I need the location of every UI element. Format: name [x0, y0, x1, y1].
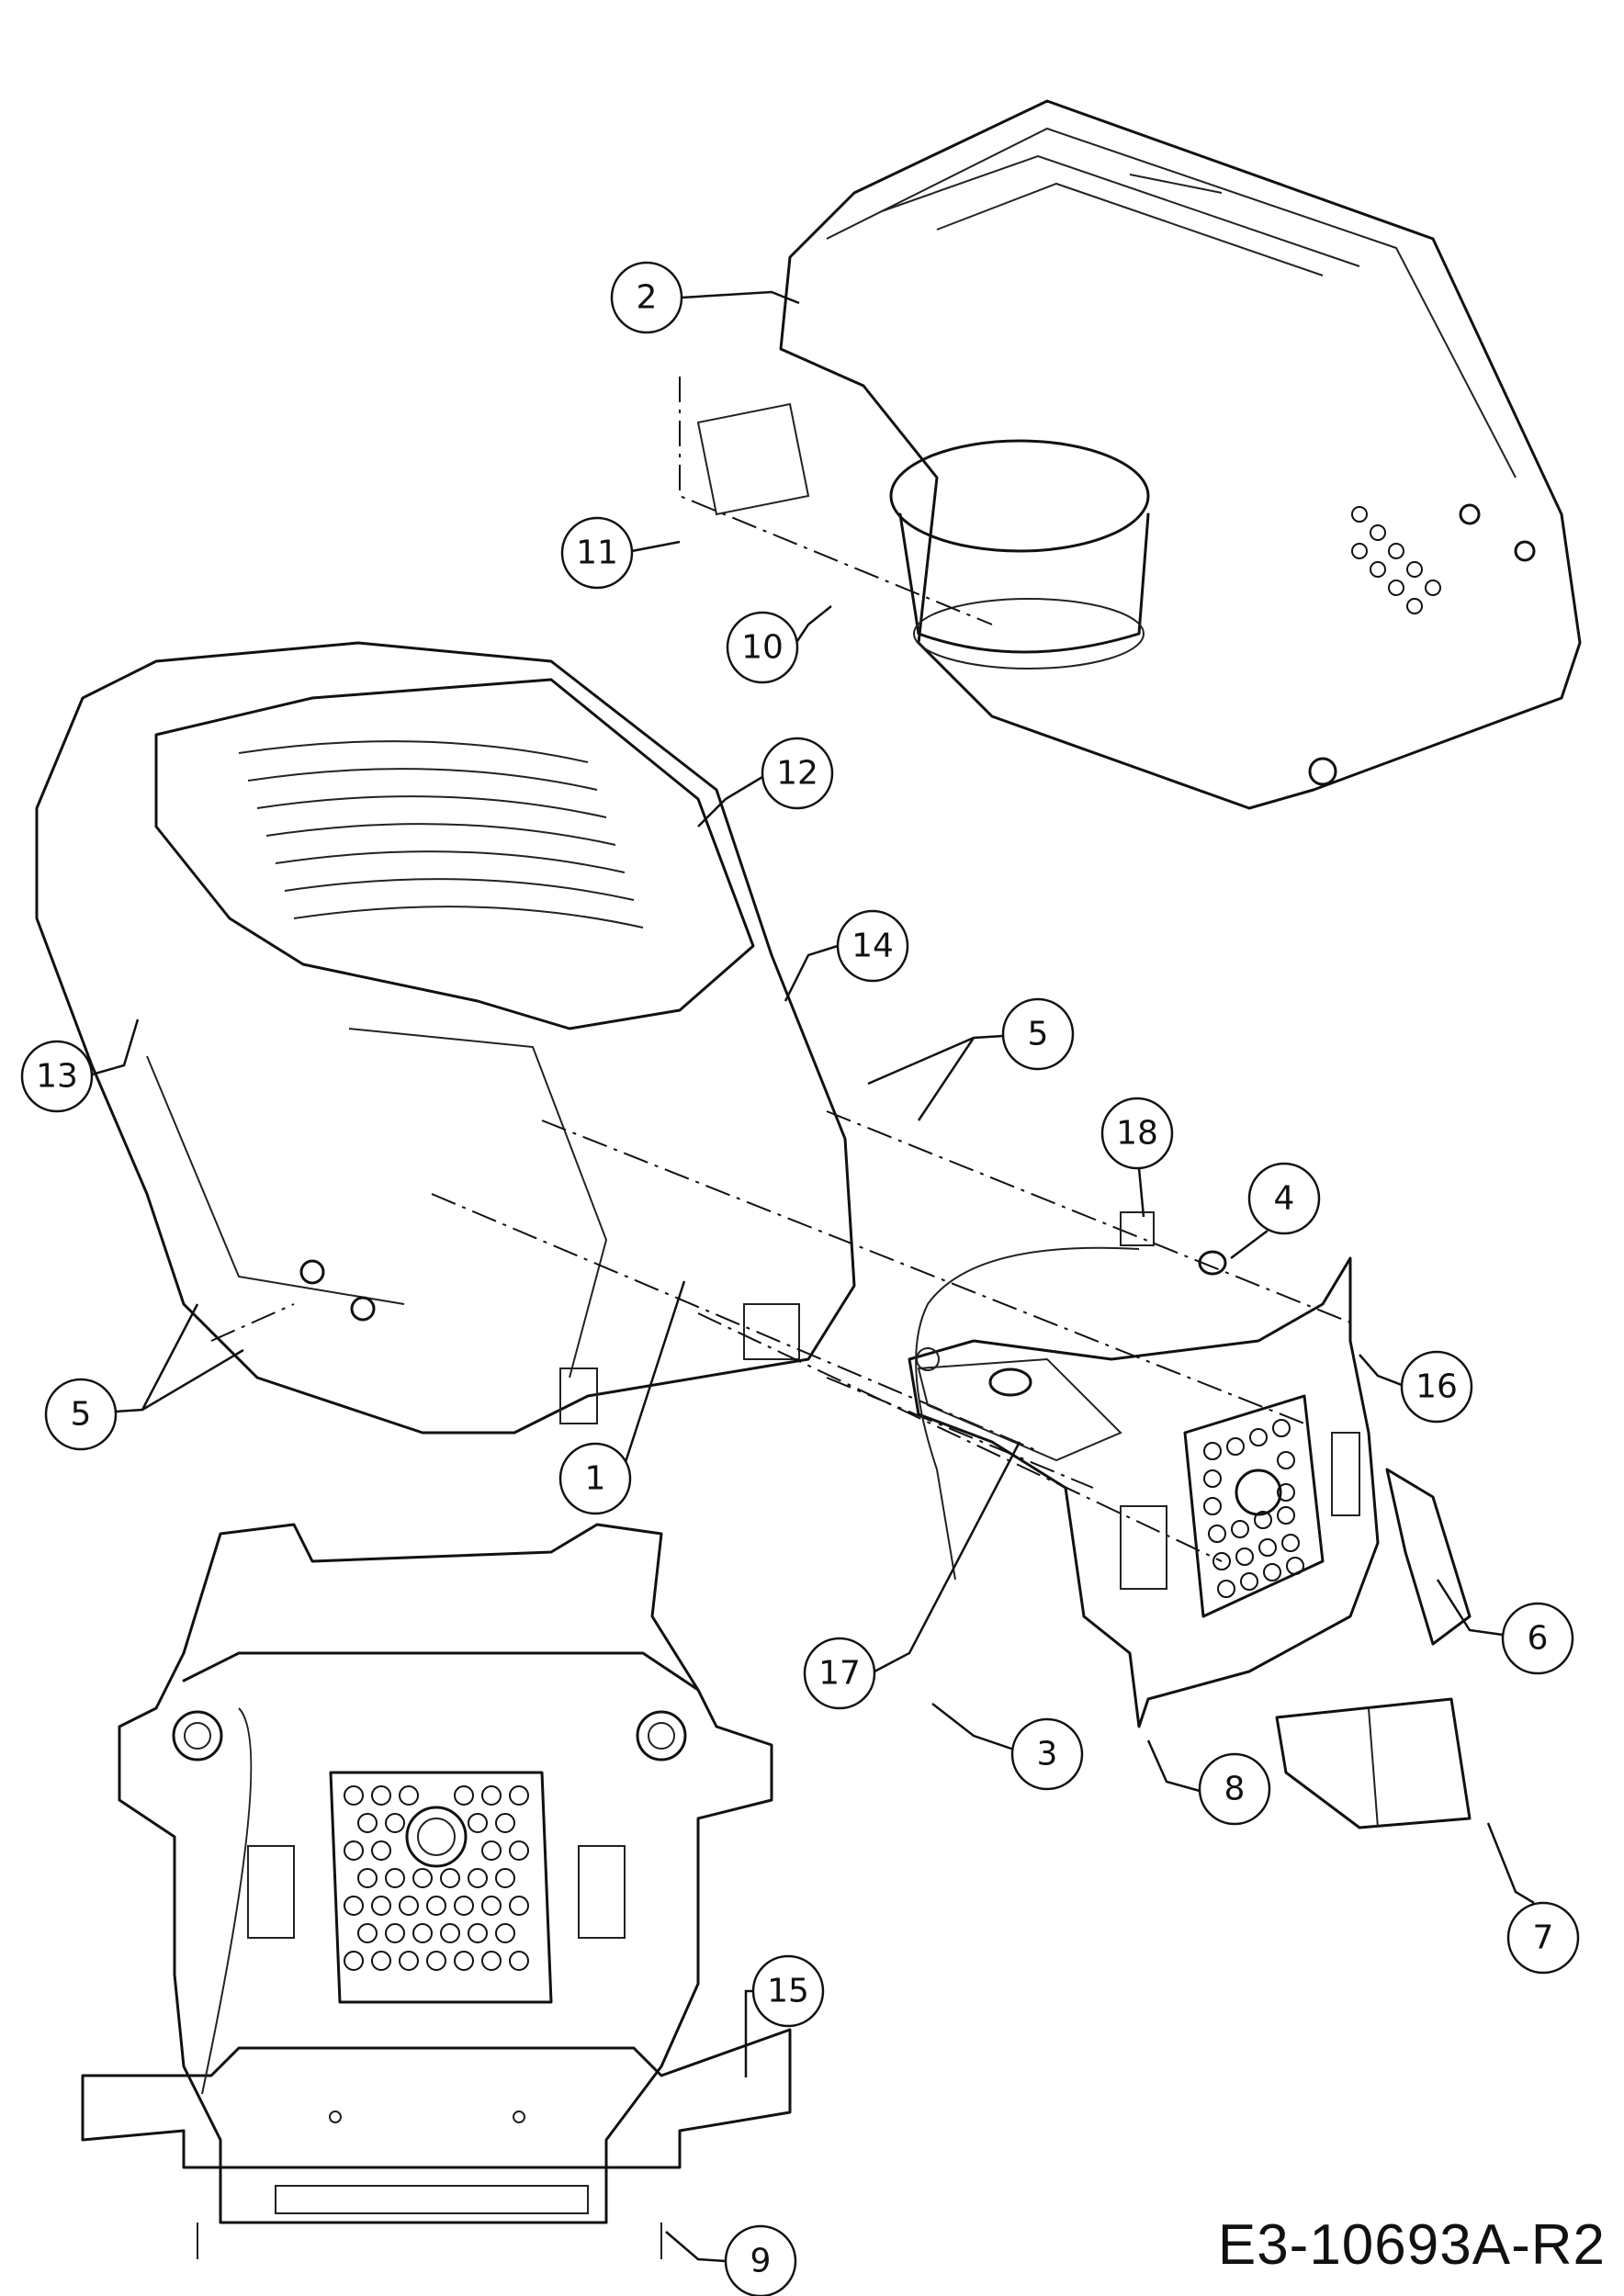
callout-15-label: 15 — [767, 1973, 809, 2010]
front-view-assembly — [81, 1523, 792, 2259]
callout-3-label: 3 — [1037, 1736, 1058, 1773]
callout-5b-label: 5 — [71, 1396, 92, 1434]
hood-inner-assembly — [679, 99, 1582, 810]
callout-1-circle — [558, 1442, 632, 1515]
callout-5a-label: 5 — [1028, 1016, 1049, 1053]
callout-2-label: 2 — [637, 279, 658, 317]
callout-14-label: 14 — [851, 928, 894, 965]
callout-18-label: 18 — [1116, 1115, 1158, 1153]
callout-17-circle — [803, 1637, 876, 1710]
callout-5b-circle — [44, 1378, 118, 1451]
callout-6-label: 6 — [1528, 1620, 1549, 1658]
callout-11-label: 11 — [576, 535, 618, 572]
callout-8-circle — [1198, 1752, 1271, 1826]
callout-3-circle — [1010, 1717, 1084, 1791]
callout-10-circle — [726, 611, 799, 684]
callout-13-label: 13 — [36, 1058, 78, 1096]
callout-14-circle — [836, 909, 909, 983]
callout-4-circle — [1247, 1162, 1321, 1235]
callouts: 1 2 3 4 5 5 6 7 8 9 — [20, 261, 1580, 2296]
callout-12-label: 12 — [776, 755, 818, 793]
callout-10-label-text: 10 — [741, 629, 784, 667]
callout-17-label: 17 — [818, 1655, 861, 1693]
callout-9-circle — [724, 2224, 797, 2296]
callout-7-circle — [1506, 1901, 1580, 1975]
callout-4-label: 4 — [1274, 1180, 1295, 1218]
callout-2-circle — [610, 261, 683, 334]
callout-9-label: 9 — [750, 2243, 772, 2280]
callout-1-label: 1 — [585, 1460, 606, 1498]
callout-7-label: 7 — [1533, 1919, 1554, 1957]
callout-16-circle — [1400, 1350, 1473, 1424]
callout-18-circle — [1100, 1097, 1174, 1170]
drawing-code: E3-10693A-R2 — [1217, 2213, 1606, 2277]
callout-16-label: 16 — [1415, 1368, 1458, 1406]
callout-13-circle — [20, 1040, 94, 1113]
callout-11-circle — [560, 516, 634, 590]
callout-5a-circle — [1001, 997, 1075, 1071]
alignment-lines — [210, 1110, 1351, 1562]
callout-12-circle — [761, 737, 834, 810]
main-hood — [35, 641, 856, 1435]
front-grille-assembly — [908, 1211, 1472, 1829]
callout-6-circle — [1501, 1602, 1574, 1675]
callout-8-label: 8 — [1224, 1771, 1246, 1808]
callout-15-circle — [751, 1954, 825, 2028]
